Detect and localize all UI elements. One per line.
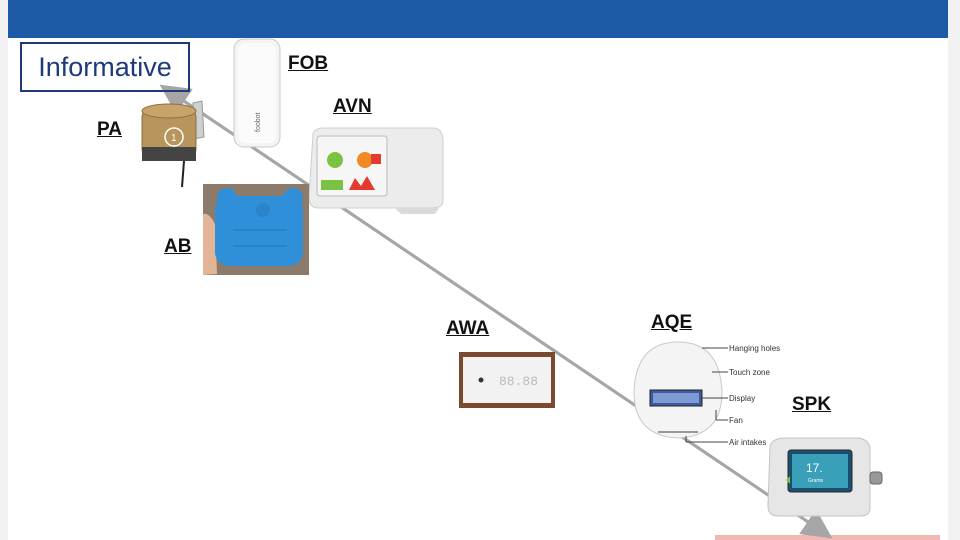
spk-label: SPK [792,394,832,415]
spk-display-subtext: Grams [808,478,824,484]
arrow-line-down [171,91,833,539]
header-bar [8,0,948,38]
avn-label: AVN [333,96,372,117]
aqe-callout-display: Display [729,394,756,403]
awa-label: AWA [446,318,490,339]
awa-device-image: 88.88 [459,352,555,408]
aqe-callout-hanging-holes: Hanging holes [729,344,781,353]
fob-label: FOB [288,53,329,74]
left-margin [0,0,8,540]
spk-device-image: 17. Grams [760,436,885,520]
aqe-label: AQE [651,312,693,333]
ab-label: AB [164,236,192,257]
pa-device-image: 1 [138,97,208,189]
pa-number-text: 1 [171,133,177,144]
aqe-callout-air-intakes: Air intakes [729,438,767,447]
fob-device-image: foobot [232,37,282,149]
aqe-callout-touch-zone: Touch zone [729,368,770,377]
fob-brand-text: foobot [255,112,262,132]
spk-display-text: 17. [806,461,823,475]
awa-display-text: 88.88 [499,374,538,389]
informative-label: Informative [20,42,190,92]
pa-label: PA [97,119,122,140]
aqe-callout-fan: Fan [729,416,743,425]
avn-device-image [305,122,445,214]
aqe-device-image [628,336,728,444]
right-margin [948,0,960,540]
ab-device-image [203,184,309,275]
